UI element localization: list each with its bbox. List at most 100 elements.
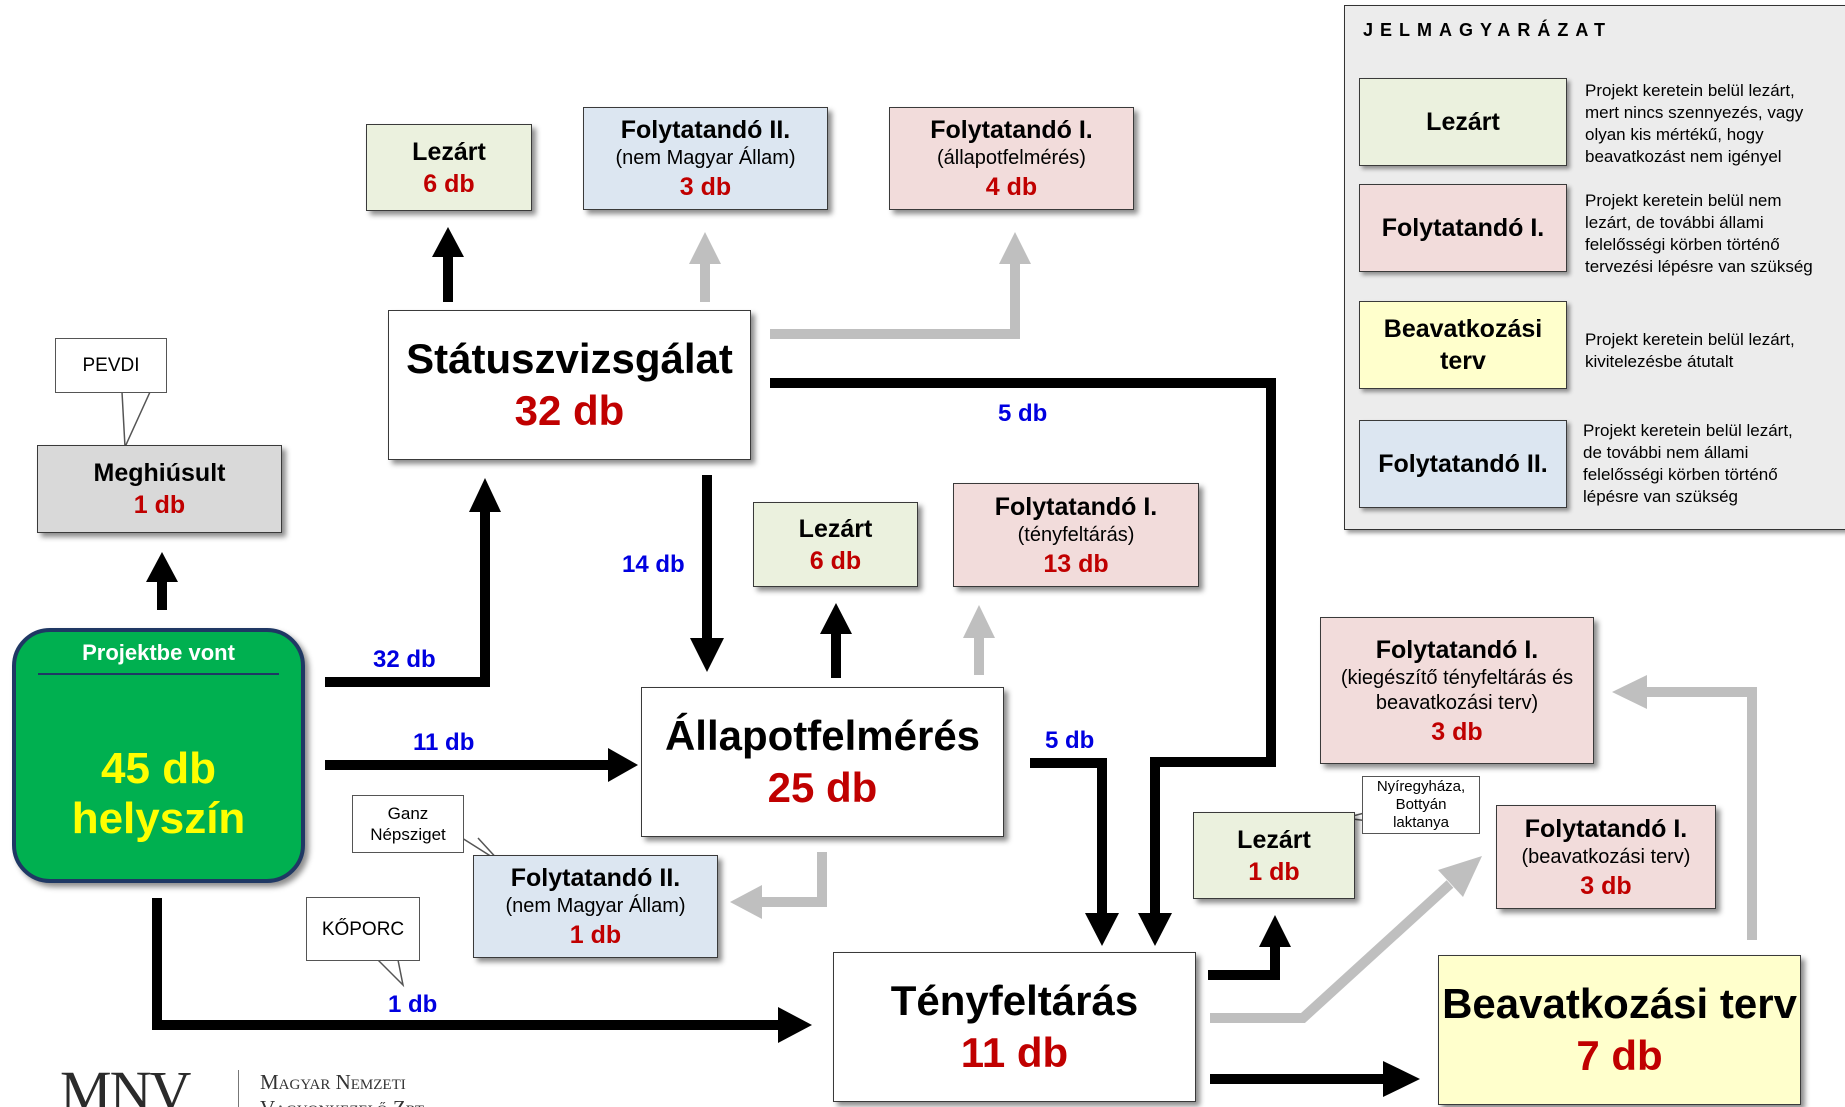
start-divider [38, 673, 279, 675]
statusz-lezart-count: 6 db [423, 169, 475, 198]
arrow-statusz-to-teny [770, 378, 1276, 915]
beav-folyt1-count: 3 db [1431, 717, 1483, 746]
arrow-teny-to-folyt1-beav [1210, 880, 1454, 1023]
beav-folyt1-box: Folytatandó I. (kiegészítő tényfeltárás … [1320, 617, 1594, 764]
meghiusult-count: 1 db [133, 491, 186, 519]
arrow-allapot-to-lezart-head [820, 603, 852, 634]
legend-item-folytatando-1: Folytatandó I. [1359, 184, 1567, 272]
statusz-count: 32 db [514, 387, 625, 434]
arrow-allapot-to-folyt1-head [963, 605, 995, 638]
legend-item-folytatando-2: Folytatandó II. [1359, 420, 1567, 508]
legend-desc-lezart-line: olyan kis mértékű, hogy [1585, 125, 1764, 144]
callout-nyiregyhaza-line3: laktanya [1393, 814, 1449, 831]
callout-koporc-text: KŐPORC [321, 918, 405, 940]
beav-title: Beavatkozási terv [1442, 980, 1797, 1027]
allapot-folyt2-box: Folytatandó II. (nem Magyar Állam) 1 db [473, 855, 718, 958]
mnv-logo-line2: Vagyonkezelő Zrt. [260, 1096, 429, 1107]
legend-desc-folytatando-2-line: lépésre van szükség [1583, 487, 1738, 506]
legend-desc-folytatando-2-line: felelősségi körben történő [1583, 465, 1778, 484]
legend-desc-lezart: Projekt keretein belül lezárt, mert ninc… [1585, 80, 1845, 168]
mnv-logo: MNV Magyar Nemzeti Vagyonkezelő Zrt. [60, 1062, 480, 1107]
mnv-logo-line1: Magyar Nemzeti [260, 1070, 406, 1094]
arrow-start-to-meghiusult-head [146, 552, 178, 582]
legend-desc-beavatkozasi-terv-line: Projekt keretein belül lezárt, [1585, 330, 1795, 349]
legend-item-lezart: Lezárt [1359, 78, 1567, 166]
flow-label-start-to-allapot: 11 db [413, 729, 475, 756]
mnv-logo-mark: MNV [60, 1062, 191, 1107]
allapot-folyt1-sub: (tényfeltárás) [1017, 523, 1135, 546]
legend-desc-lezart-line: beavatkozást nem igényel [1585, 147, 1782, 166]
allapot-folyt1-count: 13 db [1043, 549, 1109, 578]
legend-desc-beavatkozasi-terv: Projekt keretein belül lezárt, kivitelez… [1585, 329, 1845, 373]
arrow-statusz-to-allapot-head [690, 638, 724, 672]
legend-label-beavatkozasi-terv-2: terv [1440, 347, 1486, 375]
legend-desc-folytatando-1-line: lezárt, de további állami [1585, 213, 1764, 232]
statusz-lezart-title: Lezárt [412, 137, 486, 166]
arrow-start-to-teny [152, 898, 780, 1030]
legend-desc-beavatkozasi-terv-line: kivitelezésbe átutalt [1585, 352, 1734, 371]
arrow-teny-to-beav-head [1383, 1061, 1420, 1097]
flow-label-start-to-teny: 1 db [388, 991, 438, 1018]
callout-koporc: KŐPORC [306, 897, 420, 961]
arrow-teny-to-lezart-head [1259, 915, 1291, 947]
allapot-lezart-title: Lezárt [798, 514, 873, 543]
teny-lezart-count: 1 db [1248, 857, 1300, 886]
meghiusult-box: Meghiúsult 1 db [37, 445, 282, 533]
statusz-lezart-box: Lezárt 6 db [366, 124, 532, 211]
allapot-title: Állapotfelmérés [664, 712, 981, 759]
start-count-value: 45 db [101, 744, 216, 793]
allapot-count: 25 db [767, 764, 878, 811]
legend-desc-folytatando-2-line: de további nem állami [1583, 443, 1749, 462]
statusz-folyt1-box: Folytatandó I. (állapotfelmérés) 4 db [889, 107, 1134, 210]
arrow-teny-to-lezart [1208, 945, 1280, 980]
statusz-folyt2-box: Folytatandó II. (nem Magyar Állam) 3 db [583, 107, 828, 210]
teny-title: Tényfeltárás [890, 977, 1139, 1024]
beav-folyt1-sub1: (kiegészítő tényfeltárás és [1340, 666, 1574, 689]
statusz-folyt1-count: 4 db [985, 173, 1038, 201]
statusz-box: Státuszvizsgálat 32 db [388, 310, 751, 460]
beav-folyt1-title: Folytatandó I. [1375, 635, 1539, 664]
legend: JELMAGYARÁZAT Lezárt Projekt keretein be… [1344, 5, 1845, 530]
legend-desc-folytatando-1: Projekt keretein belül nem lezárt, de to… [1585, 190, 1845, 278]
callout-nyiregyhaza-line2: Bottyán [1395, 796, 1447, 813]
teny-folyt1-count: 3 db [1580, 871, 1632, 900]
callout-nyiregyhaza: Nyíregyháza, Bottyán laktanya [1362, 776, 1480, 834]
allapot-lezart-box: Lezárt 6 db [753, 502, 918, 587]
allapot-folyt2-count: 1 db [569, 921, 622, 949]
teny-lezart-title: Lezárt [1237, 825, 1311, 854]
callout-pevdi-text: PEVDI [82, 355, 140, 376]
statusz-folyt2-title: Folytatandó II. [620, 116, 791, 144]
legend-desc-folytatando-2-line: Projekt keretein belül lezárt, [1583, 421, 1793, 440]
legend-label-beavatkozasi-terv-1: Beavatkozási [1383, 315, 1543, 343]
allapot-lezart-count: 6 db [809, 546, 862, 575]
arrow-start-to-teny-head [778, 1007, 812, 1043]
callout-pevdi: PEVDI [55, 338, 167, 393]
start-count-unit: helyszín [71, 794, 246, 843]
arrow-beav-to-folyt1 [1645, 687, 1757, 940]
arrow-statusz-to-folyt2-head [689, 232, 721, 264]
teny-folyt1-sub: (beavatkozási terv) [1521, 845, 1691, 868]
arrow-statusz-to-folyt1-head [999, 232, 1031, 264]
start-header: Projektbe vont [82, 640, 235, 665]
teny-lezart-box: Lezárt 1 db [1193, 812, 1355, 899]
legend-label-folytatando-2: Folytatandó II. [1378, 450, 1548, 478]
callout-nyiregyhaza-line1: Nyíregyháza, [1376, 778, 1466, 795]
statusz-folyt2-sub: (nem Magyar Állam) [615, 147, 796, 169]
callout-ganz-line1: Ganz [387, 804, 429, 823]
statusz-title: Státuszvizsgálat [406, 335, 733, 382]
arrow-start-to-statusz [325, 510, 490, 687]
flow-label-statusz-to-allapot: 14 db [622, 551, 685, 578]
start-box: Projektbe vont 45 db helyszín [12, 628, 305, 883]
allapot-folyt1-box: Folytatandó I. (tényfeltárás) 13 db [953, 483, 1199, 587]
arrow-statusz-to-teny-head [1138, 913, 1172, 946]
arrow-allapot-to-folyt2-head [730, 885, 762, 919]
callout-pointer-koporc [377, 959, 405, 988]
teny-box: Tényfeltárás 11 db [833, 952, 1196, 1102]
teny-folyt1-box: Folytatandó I. (beavatkozási terv) 3 db [1496, 805, 1716, 909]
legend-desc-folytatando-1-line: tervezési lépésre van szükség [1585, 257, 1813, 276]
statusz-folyt2-count: 3 db [679, 173, 732, 201]
teny-folyt1-title: Folytatandó I. [1524, 814, 1688, 843]
legend-label-lezart: Lezárt [1426, 108, 1500, 136]
statusz-folyt1-sub: (állapotfelmérés) [937, 147, 1086, 169]
